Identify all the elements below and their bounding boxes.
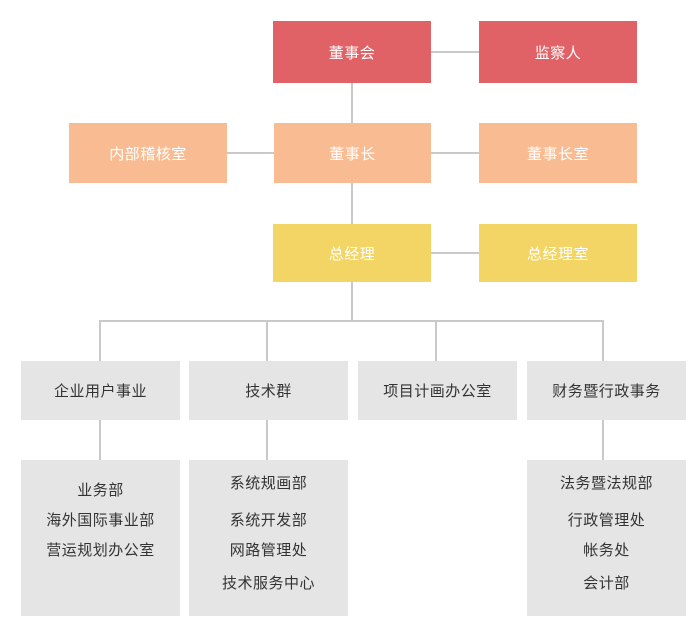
department-item: 系统开发部 [229, 511, 308, 529]
enterprise-departments: 业务部 海外国际事业部 营运规划办公室 [21, 460, 180, 616]
connector-audit-chairman [227, 152, 274, 154]
general-manager-box: 总经理 [273, 224, 431, 282]
connector-bus-division-1 [99, 320, 101, 361]
connector-division-1-list [99, 420, 101, 460]
gm-office-box: 总经理室 [479, 224, 637, 282]
connector-chairman-gm [351, 183, 353, 224]
department-item: 会计部 [583, 574, 630, 592]
connector-division-4-list [602, 420, 604, 460]
connector-division-2-list [266, 420, 268, 460]
supervisor-box: 监察人 [479, 21, 637, 83]
division-enterprise: 企业用户事业 [21, 361, 180, 420]
division-project-office: 项目计画办公室 [358, 361, 517, 420]
connector-board-chairman [351, 83, 353, 123]
technology-departments: 系统规画部 系统开发部 网路管理处 技术服务中心 [189, 460, 348, 616]
connector-board-supervisor [431, 51, 479, 53]
connector-bus-division-2 [266, 320, 268, 361]
department-item: 网路管理处 [229, 541, 308, 559]
connector-gm-office [431, 252, 479, 254]
department-item: 系统规画部 [229, 474, 308, 492]
connector-gm-down [351, 282, 353, 322]
department-item: 行政管理处 [567, 511, 646, 529]
connector-horizontal-bus [99, 320, 604, 322]
division-technology: 技术群 [189, 361, 348, 420]
division-finance-admin: 财务暨行政事务 [527, 361, 686, 420]
connector-bus-division-3 [435, 320, 437, 361]
chairman-box: 董事长 [274, 123, 431, 183]
department-item: 帐务处 [583, 541, 630, 559]
department-item: 技术服务中心 [221, 574, 315, 592]
chairman-office-box: 董事长室 [479, 123, 637, 183]
connector-bus-division-4 [602, 320, 604, 361]
department-item: 营运规划办公室 [46, 541, 155, 559]
board-box: 董事会 [273, 21, 431, 83]
department-item: 业务部 [77, 481, 124, 499]
department-item: 海外国际事业部 [46, 511, 155, 529]
finance-admin-departments: 法务暨法规部 行政管理处 帐务处 会计部 [527, 460, 686, 616]
internal-audit-box: 内部稽核室 [69, 123, 227, 183]
connector-chairman-office [431, 152, 479, 154]
department-item: 法务暨法规部 [559, 474, 653, 492]
